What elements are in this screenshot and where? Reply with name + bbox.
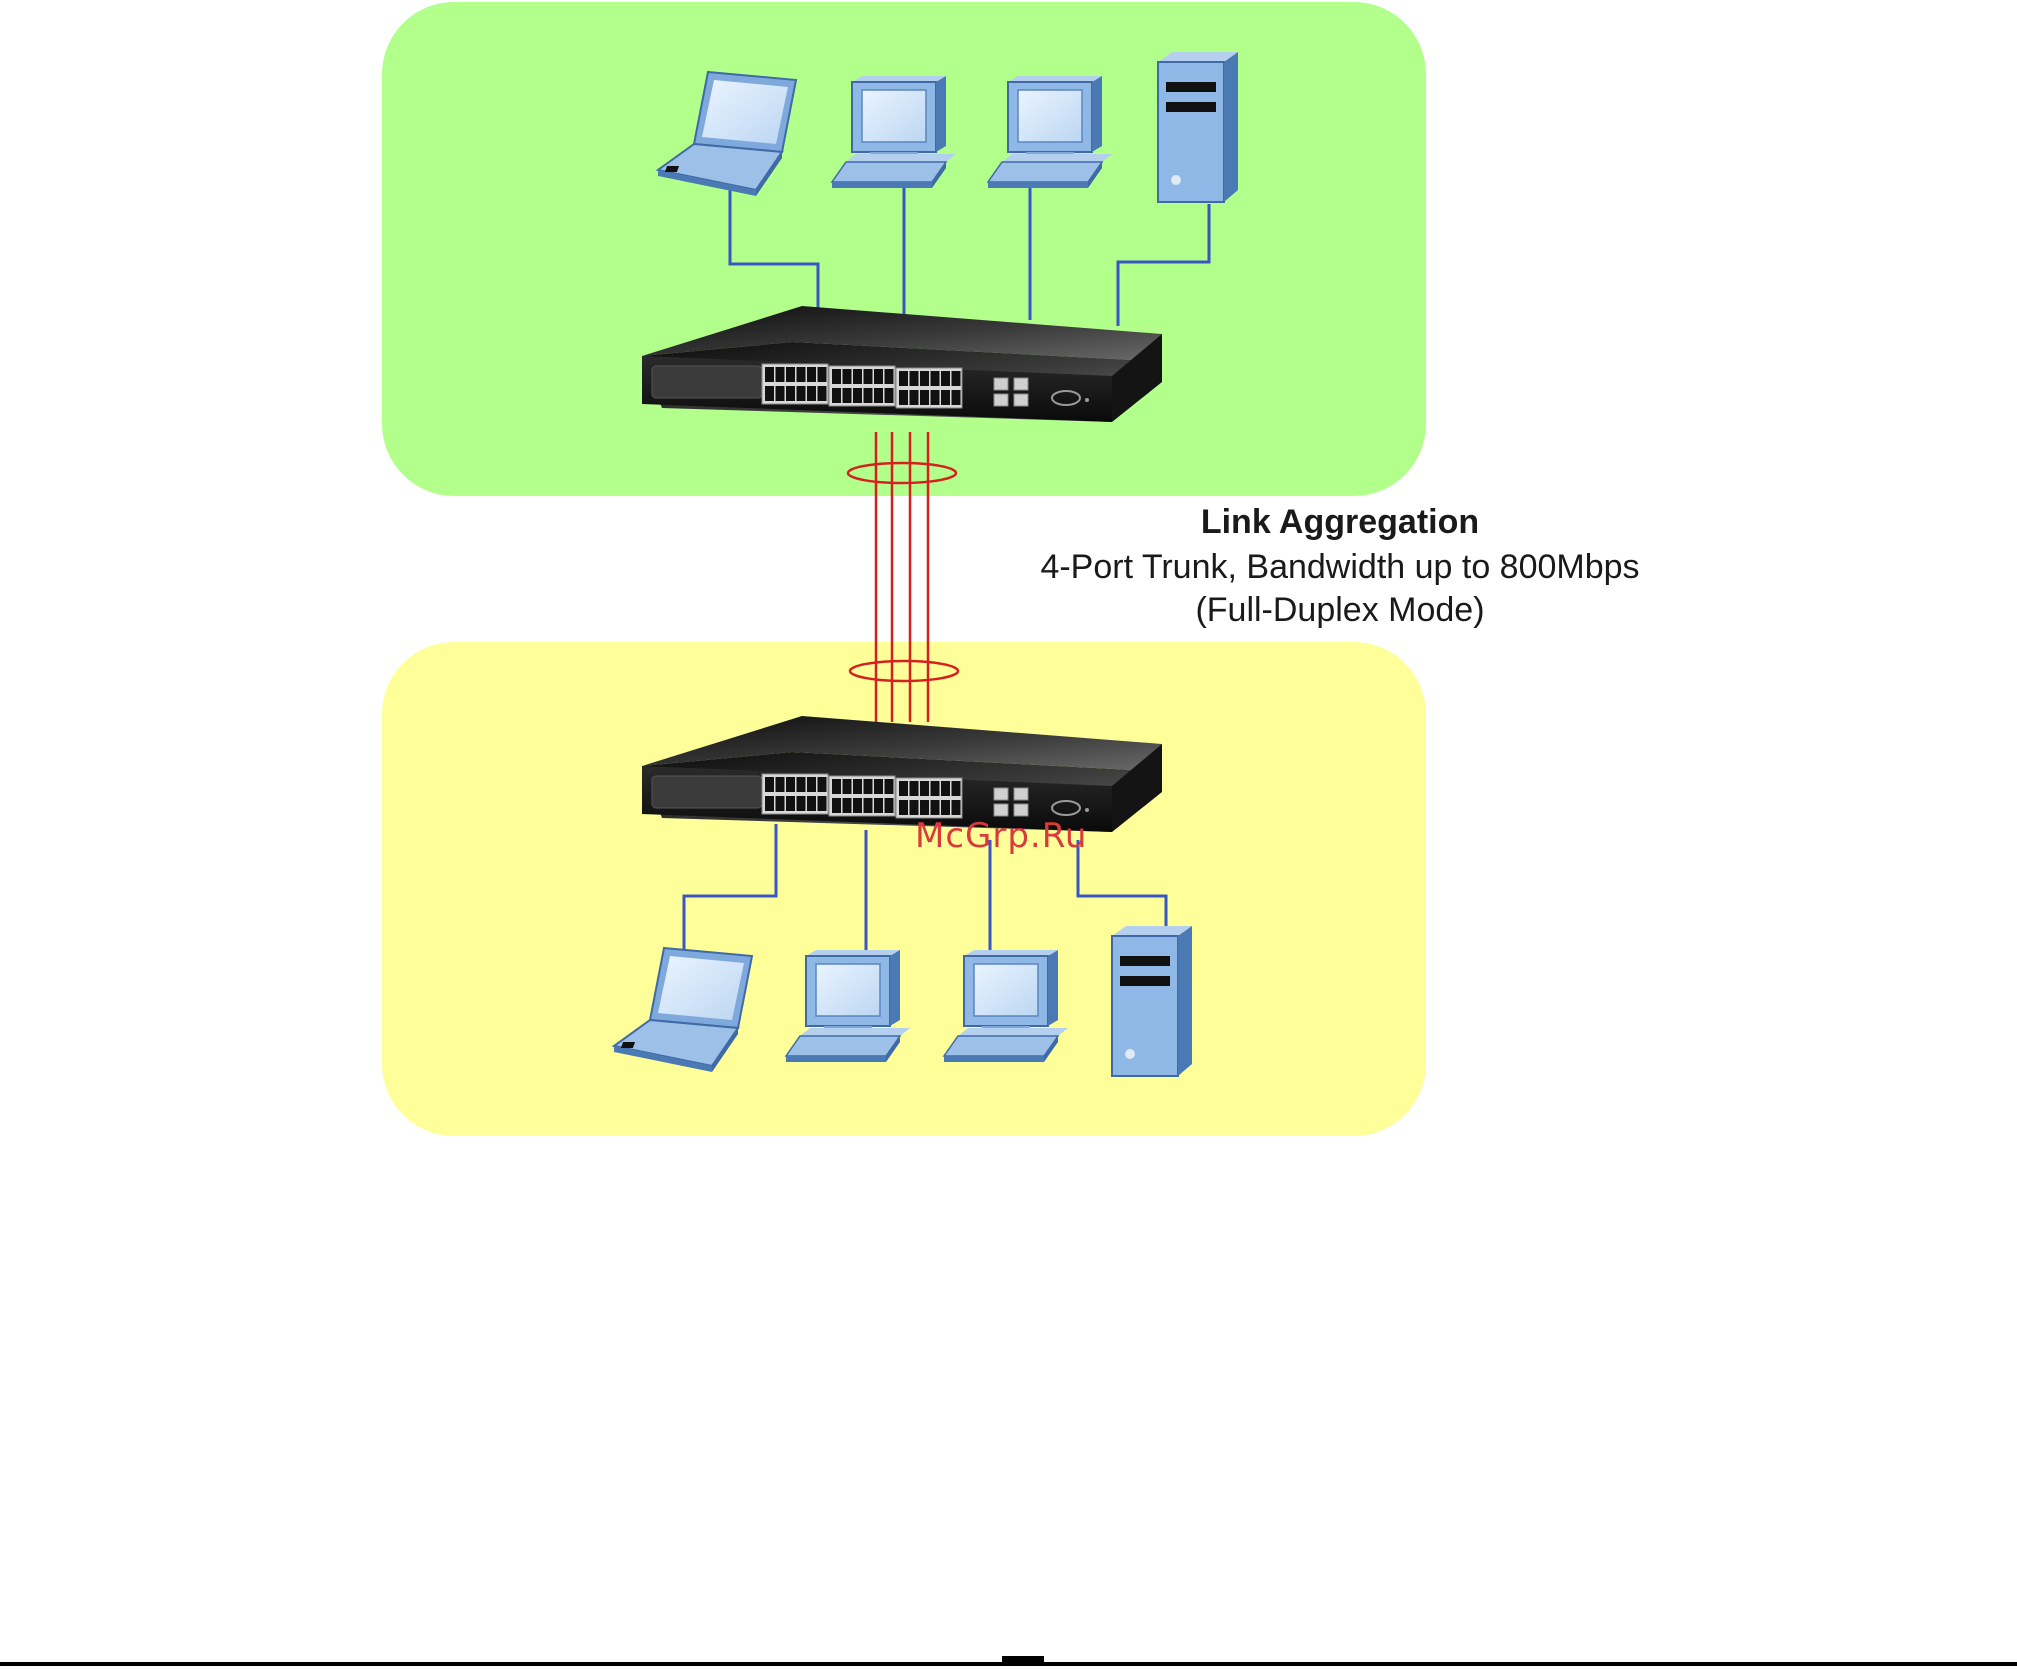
server-tower-icon	[1158, 52, 1238, 202]
caption-bandwidth: 4-Port Trunk, Bandwidth up to 800Mbps	[990, 548, 1690, 587]
footer-page-marker	[1002, 1656, 1044, 1664]
server-tower-icon	[1112, 926, 1192, 1076]
bottom-zone-panel	[382, 642, 1426, 1136]
watermark: McGrp.Ru	[915, 816, 1087, 856]
caption-title: Link Aggregation	[990, 503, 1690, 542]
caption-mode: (Full-Duplex Mode)	[990, 591, 1690, 630]
